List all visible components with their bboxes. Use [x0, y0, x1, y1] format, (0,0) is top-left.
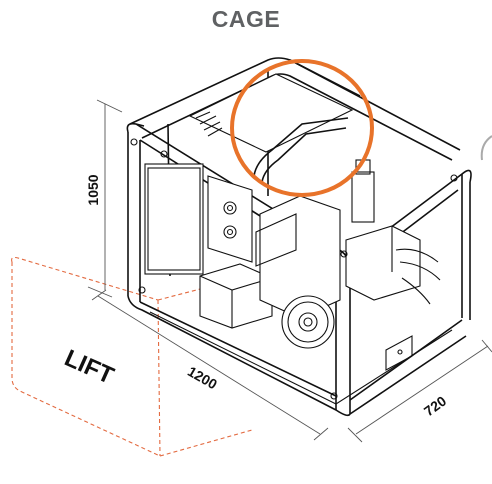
dimension-width: 720: [421, 392, 449, 419]
engine-assembly: [130, 73, 458, 405]
diagram-title: CAGE: [211, 6, 281, 32]
highlight-circle: [230, 59, 374, 197]
dimension-length: 1200: [185, 363, 220, 393]
side-callout-circle: [480, 135, 492, 161]
dimension-height: 1050: [85, 174, 101, 205]
lift-zone-label: LIFT: [60, 345, 118, 390]
dimension-lines: [87, 99, 492, 443]
